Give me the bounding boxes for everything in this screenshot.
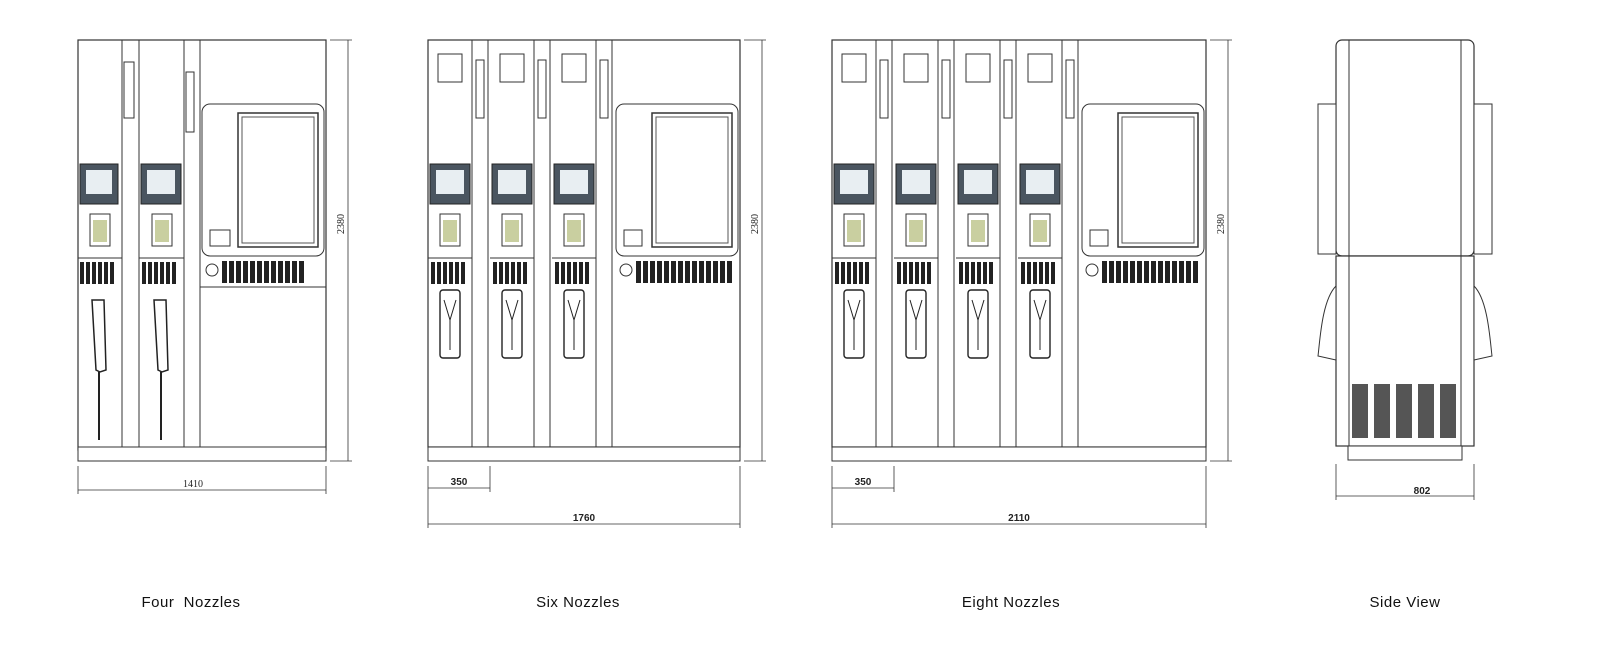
four-nozzles-height-label: 2380 (336, 214, 347, 234)
caption-four-nozzles: Four Nozzles (141, 594, 241, 611)
caption-eight-nozzles: Eight Nozzles (961, 594, 1061, 611)
dimensions: 2380 350 2110 (831, 39, 1232, 528)
nozzle-unit-1 (428, 40, 489, 447)
side-view-drawing: 802 (1317, 39, 1493, 500)
nozzle-unit-2 (139, 40, 201, 447)
height-label: 2380 (750, 214, 761, 234)
width-label: 2110 (1008, 513, 1030, 524)
dimensions: 2380 350 1760 (427, 39, 766, 528)
caption-six-nozzles: Six Nozzles (536, 594, 620, 611)
nozzle-unit-3 (956, 40, 1017, 447)
nozzle-unit-1 (832, 40, 893, 447)
payment-terminal (200, 103, 326, 288)
nozzle-unit-4 (1018, 40, 1079, 447)
nozzle-unit-1 (78, 40, 140, 447)
four-nozzles-width-label: 1410 (183, 479, 203, 490)
side-view-width-label: 802 (1414, 486, 1431, 497)
payment-terminal (1081, 103, 1205, 283)
six-nozzles-drawing: 2380 350 1760 (427, 39, 766, 528)
nozzle-unit-2 (490, 40, 551, 447)
height-label: 2380 (1216, 214, 1227, 234)
nozzle-unit-2 (894, 40, 955, 447)
nozzle-unit-3 (552, 40, 613, 447)
payment-terminal (615, 103, 739, 283)
eight-nozzles-drawing: 2380 350 2110 (831, 39, 1232, 528)
four-nozzles-drawing: 2380 1410 (77, 39, 352, 494)
caption-side-view: Side View (1369, 594, 1441, 611)
four-nozzles-dimensions: 2380 1410 (77, 39, 352, 494)
unit-width-label: 350 (451, 477, 468, 488)
width-label: 1760 (573, 513, 596, 524)
unit-width-label: 350 (855, 477, 872, 488)
